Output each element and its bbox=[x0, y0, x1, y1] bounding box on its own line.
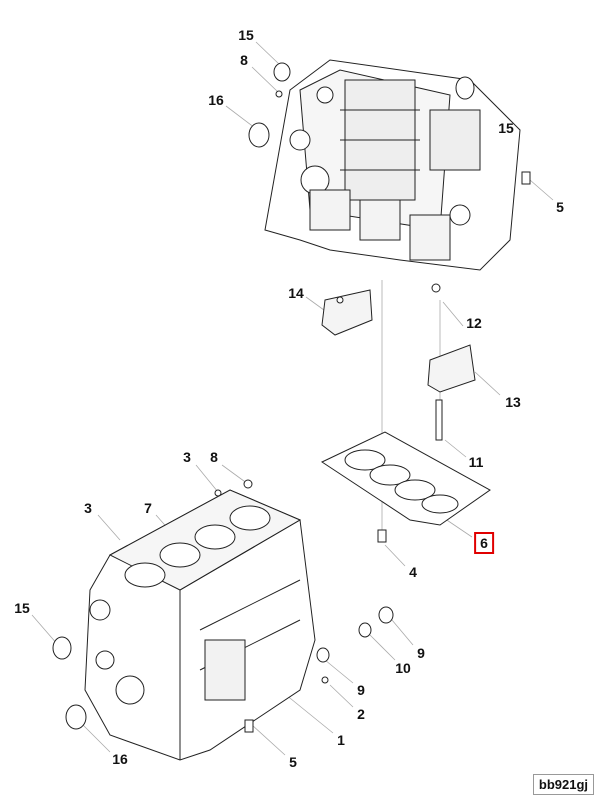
callout-7[interactable]: 7 bbox=[144, 500, 152, 516]
callout-14[interactable]: 14 bbox=[288, 285, 304, 301]
callout-12[interactable]: 12 bbox=[466, 315, 482, 331]
callout-15[interactable]: 15 bbox=[238, 27, 254, 43]
callout-16[interactable]: 16 bbox=[208, 92, 224, 108]
callout-5[interactable]: 5 bbox=[556, 199, 564, 215]
callout-1[interactable]: 1 bbox=[337, 732, 345, 748]
callout-8[interactable]: 8 bbox=[210, 449, 218, 465]
callout-13[interactable]: 13 bbox=[505, 394, 521, 410]
upper-cylinder-block bbox=[264, 59, 521, 271]
callout-15[interactable]: 15 bbox=[14, 600, 30, 616]
callout-15[interactable]: 15 bbox=[498, 120, 514, 136]
diagram-reference-code: bb921gj bbox=[532, 774, 594, 795]
callout-6-highlighted[interactable]: 6 bbox=[474, 532, 494, 554]
callout-9[interactable]: 9 bbox=[417, 645, 425, 661]
seal-15-upper bbox=[273, 62, 291, 82]
part-6-gasket bbox=[320, 431, 491, 526]
callout-2[interactable]: 2 bbox=[357, 706, 365, 722]
callout-9[interactable]: 9 bbox=[357, 682, 365, 698]
callout-10[interactable]: 10 bbox=[395, 660, 411, 676]
callout-8[interactable]: 8 bbox=[240, 52, 248, 68]
callout-4[interactable]: 4 bbox=[409, 564, 417, 580]
callout-5[interactable]: 5 bbox=[289, 754, 297, 770]
callout-11[interactable]: 11 bbox=[468, 454, 484, 470]
callout-3[interactable]: 3 bbox=[183, 449, 191, 465]
lower-cylinder-block bbox=[84, 489, 316, 761]
callout-3[interactable]: 3 bbox=[84, 500, 92, 516]
callout-16[interactable]: 16 bbox=[112, 751, 128, 767]
